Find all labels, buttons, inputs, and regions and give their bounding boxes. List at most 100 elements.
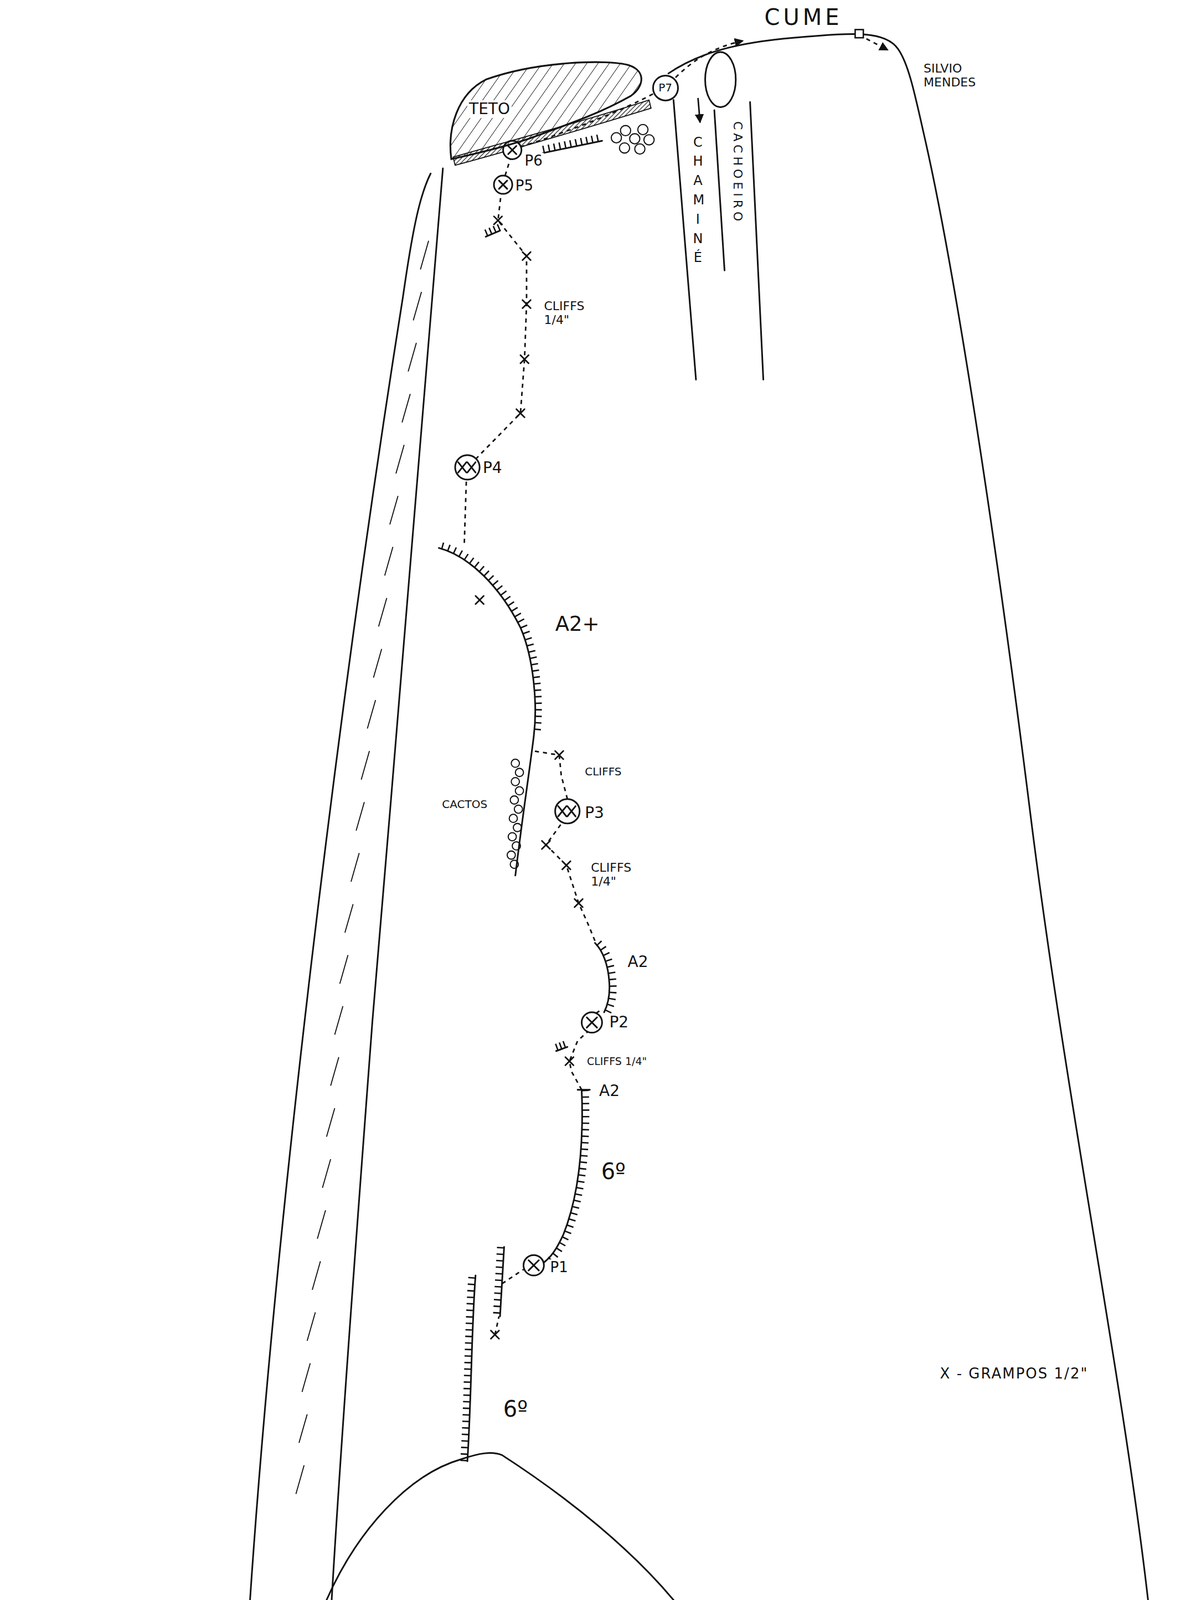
bolt-mark — [490, 1330, 499, 1339]
legend-note: X - GRAMPOS 1/2" — [939, 1365, 1090, 1383]
belay-mark — [586, 1017, 597, 1028]
rock-outline — [250, 33, 1149, 1600]
chimney-line — [714, 110, 725, 271]
chockstone — [705, 52, 736, 107]
belay-mark — [558, 806, 576, 817]
cactus — [513, 823, 522, 832]
route-segment — [475, 193, 527, 460]
belay-label: P5 — [514, 177, 535, 195]
cactus — [507, 851, 516, 860]
pitch-note: CLIFFS — [583, 765, 623, 778]
left-face-edge — [331, 168, 443, 1600]
crack-ticks — [598, 942, 613, 1012]
roof-outline — [450, 62, 642, 159]
crack-ticks — [485, 227, 500, 234]
bolt-mark — [562, 861, 571, 870]
grade-label: A2+ — [554, 612, 601, 637]
route-segment — [533, 750, 568, 799]
belay-label: P6 — [523, 152, 544, 170]
belay-mark — [528, 1259, 539, 1270]
right-edge — [668, 33, 1148, 1600]
cactus — [511, 759, 520, 768]
bush — [619, 142, 630, 153]
bush — [629, 133, 640, 144]
bush — [643, 134, 654, 145]
bolt-mark — [522, 251, 532, 261]
hatch-strokes — [295, 240, 429, 1494]
grade-label: A2 — [598, 1081, 621, 1100]
bolt-mark — [542, 840, 551, 849]
cactus — [510, 795, 519, 804]
grade-label: 6º — [502, 1395, 529, 1422]
belay-mark — [498, 180, 508, 189]
cactus-strip — [507, 759, 524, 869]
belays — [455, 140, 602, 1276]
bolt-mark — [520, 354, 529, 364]
summit-label: CUME — [763, 6, 844, 29]
belay-mark — [458, 462, 476, 473]
crack-ticks — [464, 1275, 473, 1461]
bolt-mark — [493, 216, 503, 225]
descent-arrow — [866, 38, 889, 50]
cactus — [508, 832, 517, 841]
cactus — [511, 777, 520, 786]
gully-label: CACHOEIRO — [730, 120, 745, 226]
belay-circle — [523, 1254, 544, 1276]
node-text: P7 — [656, 81, 674, 95]
feature-label: CACTOS — [440, 797, 489, 811]
belay-circle — [493, 175, 513, 194]
bolt-mark — [516, 409, 525, 418]
cactus — [514, 805, 523, 814]
grade-label: A2 — [626, 952, 650, 971]
crack-line — [542, 1089, 590, 1263]
node-text: TETO — [467, 100, 512, 118]
vegetation — [611, 124, 654, 154]
belay-circle — [555, 798, 580, 824]
crack-ticks — [555, 1043, 567, 1048]
crack-ticks — [441, 545, 539, 735]
belay-label: P3 — [583, 803, 606, 822]
summit-box — [854, 29, 864, 38]
chimney-label: CHAMINÉ — [692, 132, 703, 268]
bolt-mark — [522, 300, 532, 309]
cactus — [515, 786, 524, 796]
belay-label: P1 — [549, 1259, 570, 1276]
route-segment — [569, 1031, 588, 1090]
belay-label: P2 — [607, 1013, 630, 1031]
route-segment — [545, 822, 595, 941]
bush — [611, 132, 622, 143]
left-edge — [250, 173, 431, 1600]
crack-ticks — [546, 1089, 586, 1263]
belay-circle — [652, 75, 678, 101]
face-hatching — [295, 240, 429, 1494]
belay-label: P4 — [481, 459, 504, 477]
bolts — [475, 216, 584, 1339]
bolt-mark — [565, 1057, 574, 1066]
crack-ticks — [542, 137, 602, 150]
pitch-note: CLIFFS 1/4" — [585, 1055, 648, 1068]
cracks — [438, 137, 613, 1462]
belay-circle — [581, 1012, 603, 1033]
route-segment — [504, 158, 510, 175]
crack-ticks — [496, 1246, 501, 1317]
cactus — [509, 813, 518, 823]
hatch-strokes — [299, 291, 422, 1443]
route-segment — [464, 479, 467, 543]
cactus — [515, 767, 524, 777]
chimney-arrow — [698, 98, 701, 123]
belay-circle — [455, 455, 480, 480]
bolt-mark — [475, 595, 484, 605]
roof-region: TETO — [445, 57, 662, 166]
bush — [620, 125, 631, 136]
bush — [634, 143, 645, 154]
crack-line — [438, 547, 535, 875]
belay-mark — [508, 145, 517, 154]
grade-label: 6º — [600, 1158, 627, 1184]
route-segment — [502, 1269, 524, 1284]
base-boulder — [326, 1452, 674, 1600]
belay-node: P7 — [652, 74, 679, 102]
